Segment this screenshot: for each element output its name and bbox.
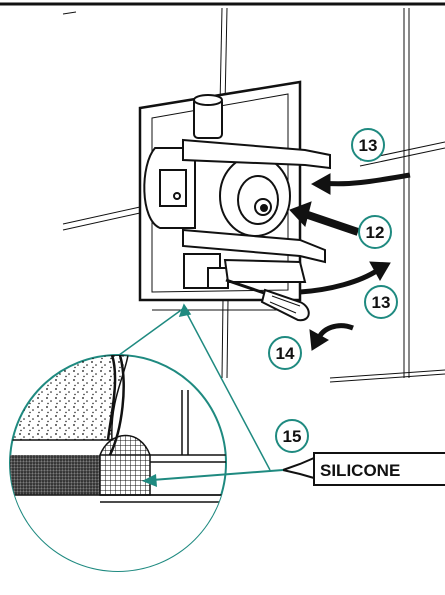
top-border (0, 2, 445, 15)
arrow-13-top (322, 172, 411, 187)
step-13-bottom-label: 13 (372, 293, 391, 312)
silicone-tube: SILICONE (279, 452, 445, 486)
valve-body (143, 94, 331, 322)
arrow-13-top-head (310, 173, 331, 195)
arrow-14-head (309, 329, 329, 351)
silicone-pointer (142, 469, 284, 487)
silicone-label: SILICONE (320, 461, 400, 480)
callout-15: 15 (275, 419, 309, 453)
step-13-top-label: 13 (359, 136, 378, 155)
step-15-label: 15 (283, 427, 302, 446)
arrow-13-bottom-head (369, 261, 391, 282)
tile-wall (62, 7, 445, 383)
arrow-12-shaft (303, 210, 360, 236)
step-12-label: 12 (366, 223, 385, 242)
arrow-13-bottom (299, 267, 380, 295)
zoom-detail (9, 354, 227, 572)
callout-14: 14 (268, 336, 302, 370)
step-14-label: 14 (276, 344, 295, 363)
zoom-leaders (114, 303, 271, 471)
arrow-12-head (289, 201, 312, 228)
callout-13-top: 13 (351, 128, 385, 162)
callout-12: 12 (358, 215, 392, 249)
callout-13-bottom: 13 (364, 285, 398, 319)
motion-arrows (289, 172, 411, 351)
silicone-pointer-head (142, 474, 157, 487)
leader-arrow-head (178, 303, 192, 317)
